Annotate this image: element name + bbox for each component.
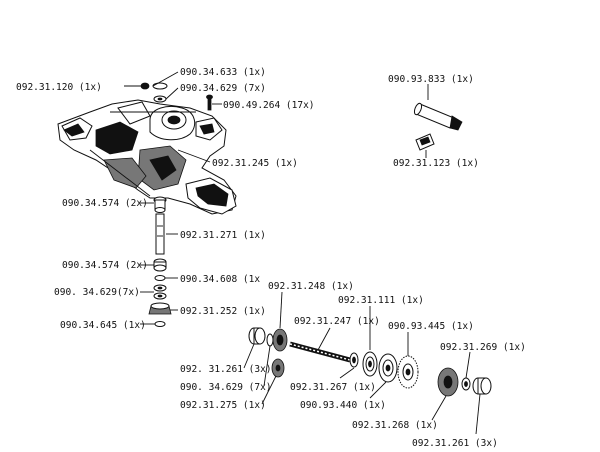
label-092-31-268: 092.31.268 (1x) <box>352 420 438 431</box>
label-092-31-261-right: 092.31.261 (3x) <box>412 438 498 449</box>
label-092-31-245: 092.31.245 (1x) <box>212 158 298 169</box>
label-090-93-440: 090.93.440 (1x) <box>300 400 386 411</box>
washer-629-right <box>266 333 274 347</box>
label-090-34-608: 090.34.608 (1x <box>180 274 260 285</box>
label-090-34-633: 090.34.633 (1x) <box>180 67 266 78</box>
label-092-31-247: 092.31.247 (1x) <box>294 316 380 327</box>
label-090-34-574-a: 090.34.574 (2x) <box>62 198 148 209</box>
label-090-93-833: 090.93.833 (1x) <box>388 74 474 85</box>
label-092-31-120: 092.31.120 (1x) <box>16 82 102 93</box>
vertical-shaft-stack <box>148 196 172 327</box>
washer-608 <box>154 275 166 281</box>
label-090-34-574-b: 090.34.574 (2x) <box>62 260 148 271</box>
label-092-31-111: 092.31.111 (1x) <box>338 295 424 306</box>
washer-633 <box>152 82 168 90</box>
label-092-31-269: 092.31.269 (1x) <box>440 342 526 353</box>
label-090-34-629-mid: 090. 34.629(7x) <box>54 287 140 298</box>
transaxle-housing <box>57 99 237 215</box>
label-092-31-248: 092.31.248 (1x) <box>268 281 354 292</box>
label-090-34-629-right: 090. 34.629 (7x) <box>180 382 272 393</box>
label-092-31-275: 092.31.275 (1x) <box>180 400 266 411</box>
leader-lines <box>124 71 481 435</box>
label-090-49-264: 090.49.264 (17x) <box>223 100 315 111</box>
label-092-31-261-left: 092. 31.261 (3x) <box>180 364 272 375</box>
label-092-31-271: 092.31.271 (1x) <box>180 230 266 241</box>
nut-120 <box>140 82 150 90</box>
shaft-271 <box>155 213 165 255</box>
washer-645 <box>154 321 166 327</box>
bolt-264 <box>207 97 212 111</box>
gear-train <box>248 327 492 397</box>
label-090-34-629-top: 090.34.629 (7x) <box>180 83 266 94</box>
part-labels: 092.31.120 (1x) 090.34.633 (1x) 090.34.6… <box>16 67 526 449</box>
label-092-31-123: 092.31.123 (1x) <box>393 158 479 169</box>
grease-packet <box>415 133 435 151</box>
grease-tube <box>413 102 463 131</box>
label-092-31-267: 092.31.267 (1x) <box>290 382 376 393</box>
worm-shaft-247 <box>289 341 351 363</box>
label-090-93-445: 090.93.445 (1x) <box>388 321 474 332</box>
label-092-31-252: 092.31.252 (1x) <box>180 306 266 317</box>
label-090-34-645: 090.34.645 (1x) <box>60 320 146 331</box>
